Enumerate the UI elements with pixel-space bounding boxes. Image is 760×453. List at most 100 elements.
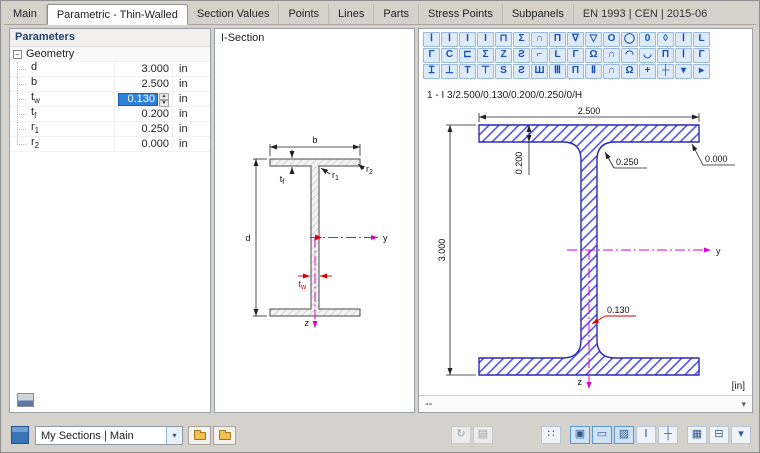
comment-dropdown-icon[interactable]: ▾ (741, 398, 746, 409)
tee-down-icon[interactable]: ⊥ (441, 64, 458, 79)
dimension-flange-thickness: 0.200 (514, 125, 532, 175)
tab-points[interactable]: Points (279, 4, 330, 24)
svg-text:b: b (312, 135, 317, 145)
group-label: Geometry (26, 48, 75, 60)
arc-up-icon[interactable]: ◠ (621, 48, 638, 63)
pipe-section-icon[interactable]: ◯ (621, 32, 638, 47)
new-favorites-group-button[interactable] (188, 426, 211, 445)
hat-section-icon[interactable]: ∩ (531, 32, 548, 47)
z-mirror-icon[interactable]: Ƨ (513, 48, 530, 63)
cross-section-icon[interactable]: + (639, 64, 656, 79)
i-column-icon[interactable]: Ⅰ (675, 32, 692, 47)
value-input[interactable]: 0.130 (118, 92, 158, 106)
sigma-2-icon[interactable]: Σ (477, 48, 494, 63)
expand-shapes-icon[interactable]: ▾ (675, 64, 692, 79)
tab-main[interactable]: Main (4, 4, 47, 24)
l-corner-icon[interactable]: ⌐ (531, 48, 548, 63)
double-i-icon[interactable]: Ⅱ (585, 64, 602, 79)
tab-parametric-thin-walled[interactable]: Parametric - Thin-Walled (46, 4, 188, 25)
param-value-editor[interactable]: 0.130 ▲ ▼ (114, 92, 172, 107)
gamma-section-icon[interactable]: Γ (567, 48, 584, 63)
oval-section-icon[interactable]: 0 (639, 32, 656, 47)
tab-section-values[interactable]: Section Values (188, 4, 280, 24)
tab-subpanels[interactable]: Subpanels (503, 4, 574, 24)
sigma-section-icon[interactable]: Σ (513, 32, 530, 47)
print-options-icon[interactable]: ▾ (731, 426, 751, 444)
show-dimensions-icon[interactable]: ┼ (658, 426, 678, 444)
param-row-r1[interactable]: r1 0.250 in (10, 121, 210, 137)
table-view-icon[interactable]: ▦ (687, 426, 707, 444)
spinner[interactable]: ▲ ▼ (159, 92, 169, 107)
i-welded-icon[interactable]: Ⅰ (441, 32, 458, 47)
refresh-icon[interactable]: ↻ (451, 426, 471, 444)
round-bar-icon[interactable]: O (603, 32, 620, 47)
z-section-icon[interactable]: Z (495, 48, 512, 63)
i-narrow-icon[interactable]: I (459, 32, 476, 47)
svg-text:z: z (305, 318, 310, 328)
v-section-2-icon[interactable]: ▽ (585, 32, 602, 47)
tee-section-icon[interactable]: T (459, 64, 476, 79)
tree-connector (10, 122, 30, 136)
chevron-down-icon[interactable]: ▾ (166, 427, 182, 444)
arc-down-icon[interactable]: ◡ (639, 48, 656, 63)
tab-stress-points[interactable]: Stress Points (419, 4, 503, 24)
tee-top-icon[interactable]: ⊤ (477, 64, 494, 79)
l-section-icon[interactable]: L (549, 48, 566, 63)
favorites-combo[interactable]: My Sections | Main ▾ (35, 426, 183, 445)
param-value[interactable]: 0.000 (114, 137, 172, 151)
channel-up-icon[interactable]: ⊓ (495, 32, 512, 47)
omega-section-icon[interactable]: Ω (585, 48, 602, 63)
param-value[interactable]: 3.000 (114, 62, 172, 76)
omega-2-icon[interactable]: Ω (621, 64, 638, 79)
show-outline-icon[interactable]: ▭ (592, 426, 612, 444)
pi-3-icon[interactable]: Π (567, 64, 584, 79)
param-row-tf[interactable]: tf 0.200 in (10, 106, 210, 122)
show-solid-section-icon[interactable]: ▣ (570, 426, 590, 444)
sections-library-icon[interactable] (11, 426, 29, 444)
select-objects-icon[interactable]: ∷ (541, 426, 561, 444)
triple-i-icon[interactable]: Ⅲ (549, 64, 566, 79)
spin-up-icon[interactable]: ▲ (159, 92, 169, 100)
comment-field[interactable]: -- ▾ (419, 395, 752, 412)
thumbnail-icon[interactable] (17, 393, 34, 407)
hollow-section-icon[interactable]: ◊ (657, 32, 674, 47)
param-row-b[interactable]: b 2.500 in (10, 76, 210, 92)
s-mirror-icon[interactable]: Ƨ (513, 64, 530, 79)
param-value[interactable]: 0.200 (114, 107, 172, 121)
geometry-group-row[interactable]: − Geometry (10, 47, 210, 62)
param-row-d[interactable]: d 3.000 in (10, 61, 210, 77)
printer-icon[interactable]: ⊟ (709, 426, 729, 444)
tab-parts[interactable]: Parts (374, 4, 420, 24)
angle-mirror-icon[interactable]: Γ (423, 48, 440, 63)
param-unit: in (172, 137, 210, 151)
i-rolled-icon[interactable]: Ⅰ (423, 32, 440, 47)
tree-connector (10, 137, 30, 151)
i-mono-icon[interactable]: Ι (477, 32, 494, 47)
manage-favorites-button[interactable] (213, 426, 236, 445)
pi-2-icon[interactable]: Π (657, 48, 674, 63)
angle-section-icon[interactable]: L (693, 32, 710, 47)
c-section-icon[interactable]: C (441, 48, 458, 63)
param-value[interactable]: 2.500 (114, 77, 172, 91)
show-stress-points-icon[interactable]: Ⅰ (636, 426, 656, 444)
param-row-r2[interactable]: r2 0.000 in (10, 136, 210, 152)
param-row-tw[interactable]: tw 0.130 ▲ ▼ in (10, 91, 210, 107)
tab-lines[interactable]: Lines (329, 4, 375, 24)
sha-section-icon[interactable]: Ш (531, 64, 548, 79)
v-section-icon[interactable]: ∇ (567, 32, 584, 47)
collapse-icon[interactable]: − (13, 49, 22, 59)
more-shapes-icon[interactable]: ▸ (693, 64, 710, 79)
i-tall-icon[interactable]: Ⅰ (675, 48, 692, 63)
cap-section-icon[interactable]: ∩ (603, 64, 620, 79)
cross-2-icon[interactable]: ┼ (657, 64, 674, 79)
i-flat-icon[interactable]: Ɪ (423, 64, 440, 79)
param-value[interactable]: 0.250 (114, 122, 172, 136)
pi-section-icon[interactable]: Π (549, 32, 566, 47)
c-open-icon[interactable]: ⊏ (459, 48, 476, 63)
show-hatching-icon[interactable]: ▨ (614, 426, 634, 444)
arch-section-icon[interactable]: ∩ (603, 48, 620, 63)
color-scale-icon[interactable]: ▤ (473, 426, 493, 444)
s-section-icon[interactable]: S (495, 64, 512, 79)
angle-3-icon[interactable]: Γ (693, 48, 710, 63)
spin-down-icon[interactable]: ▼ (159, 99, 169, 107)
